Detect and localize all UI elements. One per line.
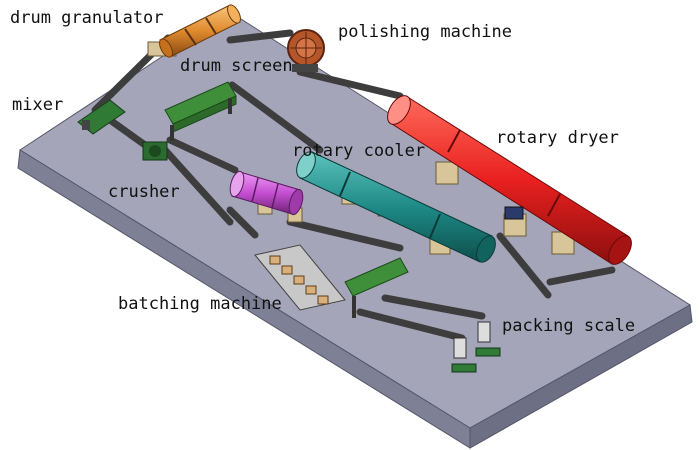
conveyor-dryer-out: [546, 266, 616, 286]
conveyor-to-batching: [286, 218, 404, 252]
conveyor-to-packing-2: [356, 308, 466, 342]
packing-scale-units: [451, 321, 501, 373]
crusher-unit: [142, 141, 168, 161]
conveyor-cooler-to-screen: [228, 81, 324, 154]
drum-granulator: [147, 4, 241, 58]
screening-machine: [164, 81, 237, 141]
conveyor-screen-return: [166, 136, 239, 174]
label-drum-granulator: drum granulator: [10, 8, 164, 28]
label-drum-screen: drum screen: [180, 56, 293, 76]
conveyor-polishing-to-dryer: [296, 68, 404, 100]
drum-screen: [229, 170, 304, 223]
label-crusher: crusher: [108, 182, 180, 202]
conveyor-crusher-down: [161, 146, 234, 226]
conveyor-granulator-to-polishing: [226, 29, 294, 44]
label-batching-machine: batching machine: [118, 294, 282, 314]
rotary-dryer: [387, 95, 632, 265]
polishing-machine: [287, 29, 325, 72]
conveyor-dryer-to-cooler: [496, 232, 552, 299]
platform-right-side: [469, 304, 693, 449]
label-rotary-cooler: rotary cooler: [292, 141, 426, 161]
label-polishing-machine: polishing machine: [338, 22, 512, 42]
conveyor-belts: [91, 29, 616, 342]
mixer-unit: [77, 99, 126, 135]
conveyor-batch-to-mixer: [226, 206, 259, 239]
conveyor-to-packing-1: [381, 294, 486, 320]
label-packing-scale: packing scale: [502, 316, 636, 336]
rotary-cooler: [296, 151, 496, 263]
label-rotary-dryer: rotary dryer: [496, 128, 619, 148]
batching-machine-unit: [254, 244, 409, 318]
label-mixer: mixer: [12, 95, 64, 115]
